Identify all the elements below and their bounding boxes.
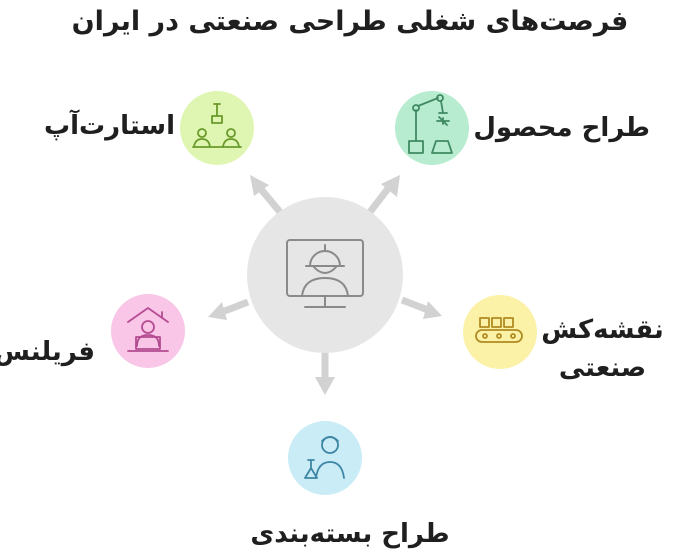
remote-worker-icon <box>127 307 169 352</box>
designer-at-computer-icon <box>286 239 364 308</box>
arrow-to-industrial-drafting <box>400 296 442 319</box>
packaging-designer-node <box>288 421 362 495</box>
startup-node <box>180 91 254 165</box>
startup-label: استارت‌آپ <box>44 111 175 141</box>
arrow-to-packaging-designer <box>315 352 335 395</box>
arrow-to-product-designer <box>367 175 400 215</box>
conveyor-belt-icon <box>475 317 523 343</box>
product-designer-label: طراح محصول <box>473 113 650 143</box>
team-meeting-icon <box>192 103 242 148</box>
industrial-drafting-label: نقشه‌کش صنعتی <box>540 312 665 387</box>
diagram-title: فرصت‌های شغلی طراحی صنعتی در ایران <box>71 6 629 37</box>
industrial-drafting-node <box>463 295 537 369</box>
arrow-to-startup <box>250 175 283 215</box>
robotic-arm-icon <box>408 94 453 154</box>
connector-arrows <box>208 175 442 395</box>
freelance-label: فریلنس <box>0 337 95 367</box>
hub-circle <box>247 197 403 353</box>
industrial-drafting-label-text: نقشه‌کش صنعتی <box>541 315 664 383</box>
freelance-node <box>111 294 185 368</box>
scientist-icon <box>304 436 345 479</box>
arrow-to-freelance <box>208 298 250 320</box>
packaging-designer-label: طراح بسته‌بندی <box>250 519 450 549</box>
